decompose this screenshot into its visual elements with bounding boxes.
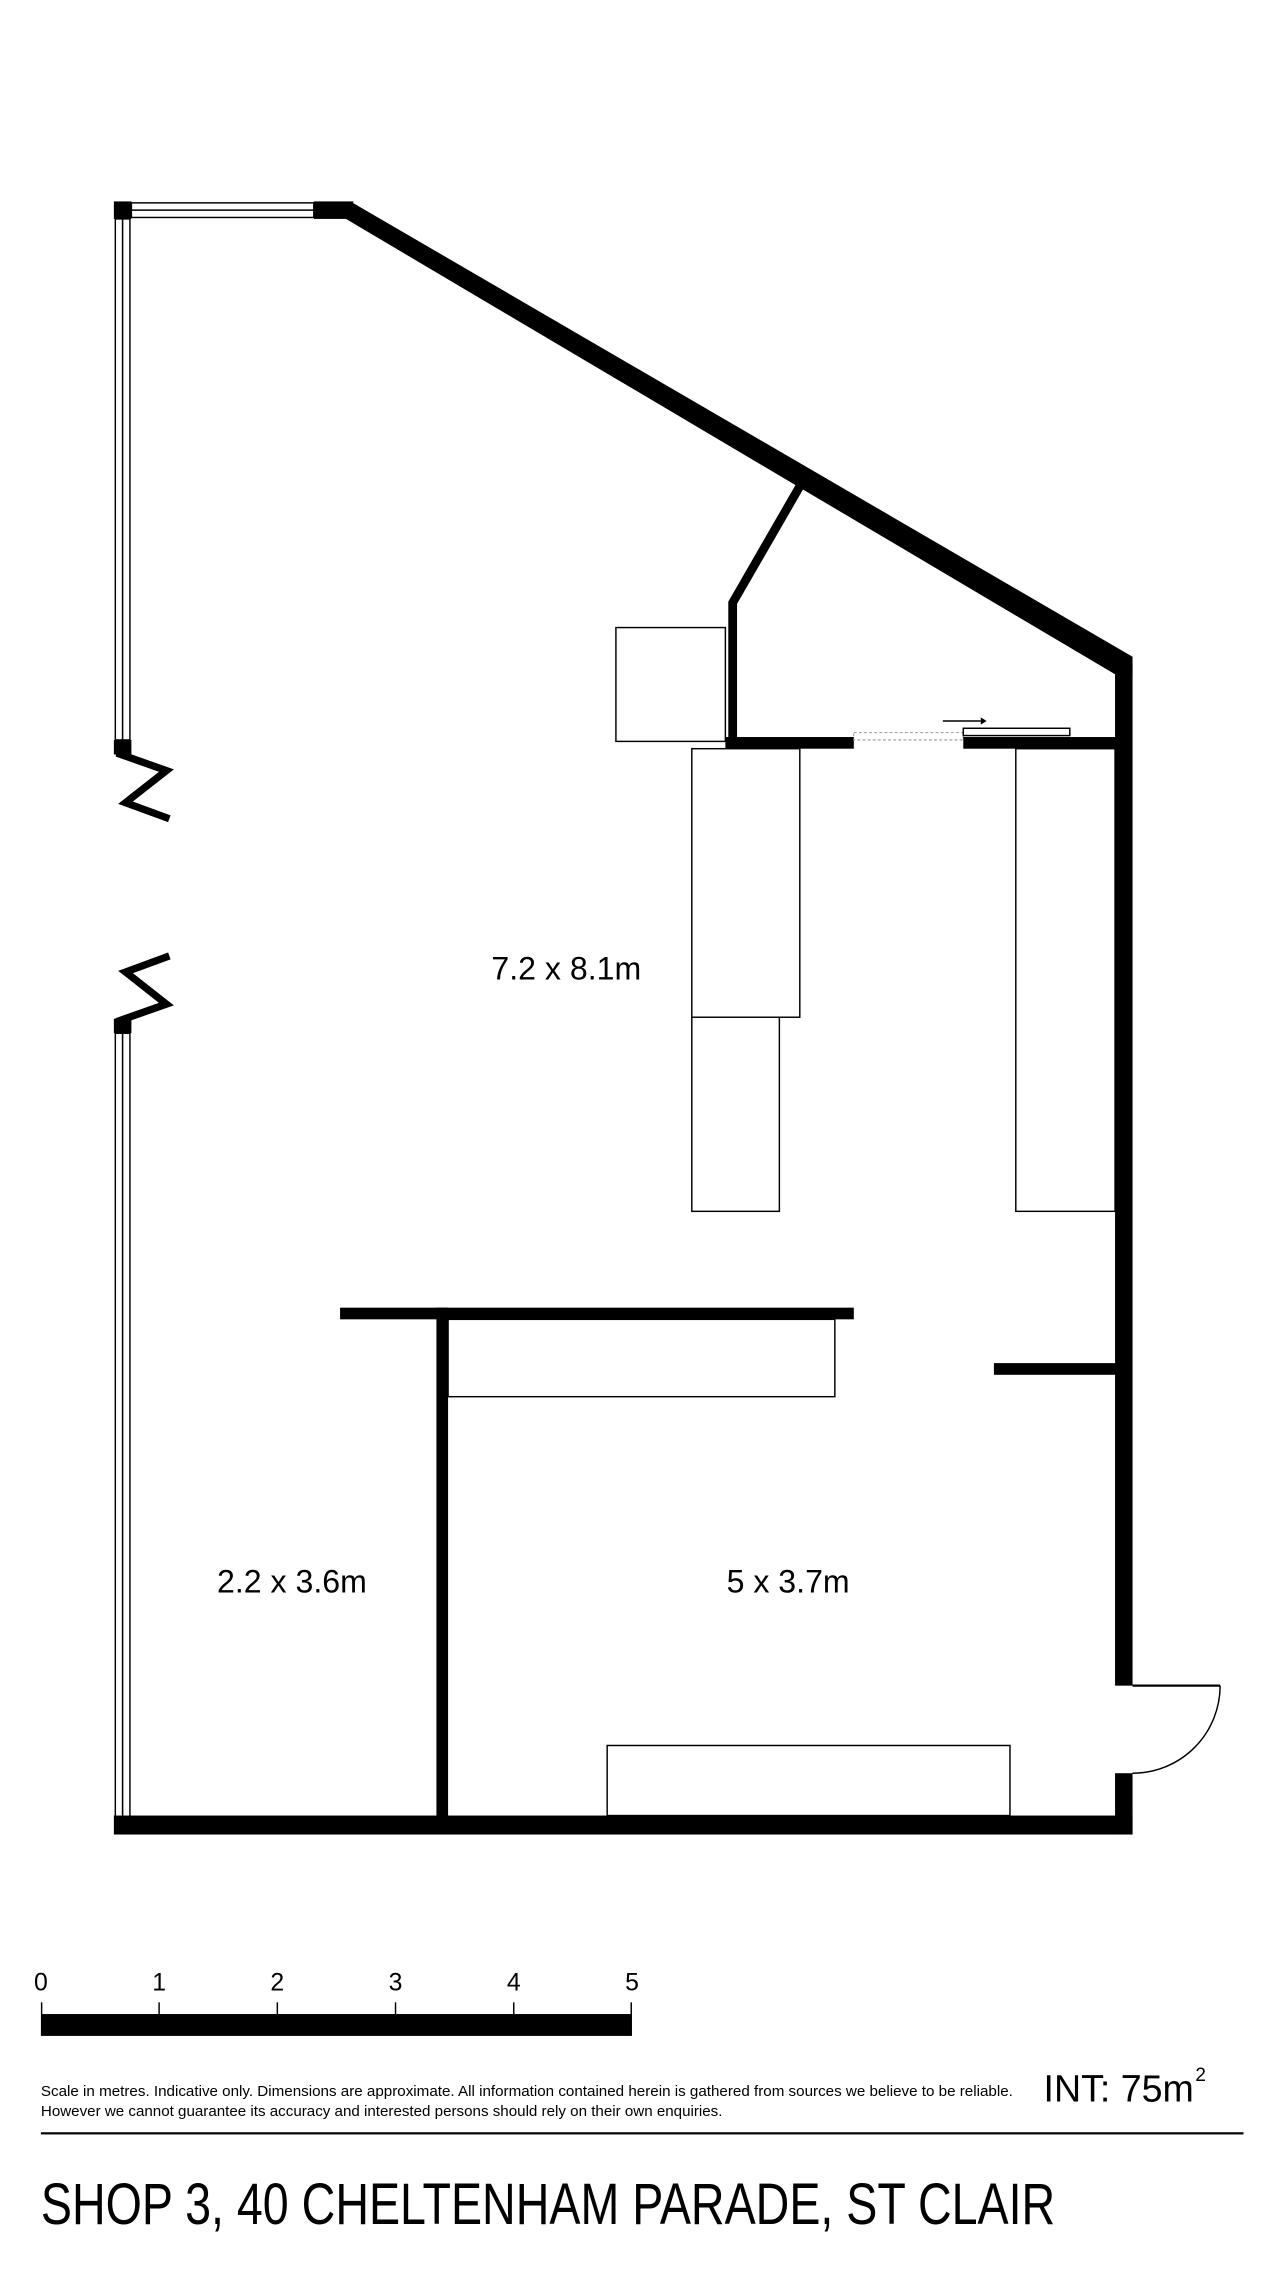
scale-tick-label: 5 (625, 1970, 639, 1997)
wall-partition-vertical (436, 1307, 449, 1825)
window-left-lower-pane (121, 1032, 131, 1820)
wall-bottom (113, 1815, 1133, 1835)
disclaimer-line-1: Scale in metres. Indicative only. Dimens… (41, 2084, 1013, 2100)
window-left-lower (114, 1032, 124, 1820)
walls (113, 201, 1221, 1835)
scale-tick-label: 2 (270, 1970, 284, 1997)
fixture-counter (447, 1318, 836, 1398)
fixture-box (615, 626, 727, 743)
scale-bar-fill (40, 2014, 632, 2036)
scale-tick-label: 3 (389, 1970, 403, 1997)
break-symbol (115, 749, 174, 823)
wall-stub (993, 1363, 1118, 1375)
scale-tick-label: 4 (507, 1970, 521, 1997)
window-top-pane (130, 209, 315, 219)
wall-corner (113, 201, 132, 219)
divider (40, 2132, 1244, 2135)
room-label-left: 2.2 x 3.6m (217, 1563, 367, 1599)
wall-partition (340, 1307, 854, 1320)
wall-store (728, 476, 808, 748)
area-label: INT: 75m (1044, 2069, 1194, 2111)
room-label-main: 7.2 x 8.1m (491, 950, 641, 986)
page-title: SHOP 3, 40 CHELTENHAM PARADE, ST CLAIR (41, 2172, 1055, 2237)
room-label-right: 5 x 3.7m (727, 1563, 850, 1599)
window-left-upper (114, 218, 124, 741)
door-swing-arc (1132, 1685, 1221, 1774)
window-top (130, 202, 315, 211)
fixture-bench (606, 1744, 1011, 1817)
scale-bar: 0 1 2 3 4 5 (34, 1970, 639, 2036)
area-superscript: 2 (1195, 2065, 1206, 2086)
wall-segment (113, 1018, 132, 1034)
sliding-door (962, 727, 1071, 737)
fixture-shelf-right (1015, 747, 1116, 1213)
wall-store-bottom-right (963, 737, 1124, 749)
arrow-head (980, 717, 987, 725)
sliding-door-track (853, 732, 964, 741)
scale-tick-label: 1 (152, 1970, 166, 1997)
fixture-shelf (691, 1016, 781, 1213)
disclaimer-line-2: However we cannot guarantee its accuracy… (41, 2104, 723, 2120)
wall-diagonal (345, 201, 1133, 675)
scale-tick-label: 0 (34, 1970, 48, 1997)
wall-right (1115, 664, 1133, 1686)
wall-store-bottom (725, 737, 854, 749)
fixture-shelf (691, 747, 801, 1018)
window-left-upper-pane (121, 218, 131, 741)
break-symbol (115, 952, 174, 1026)
wall-segment (313, 201, 354, 219)
